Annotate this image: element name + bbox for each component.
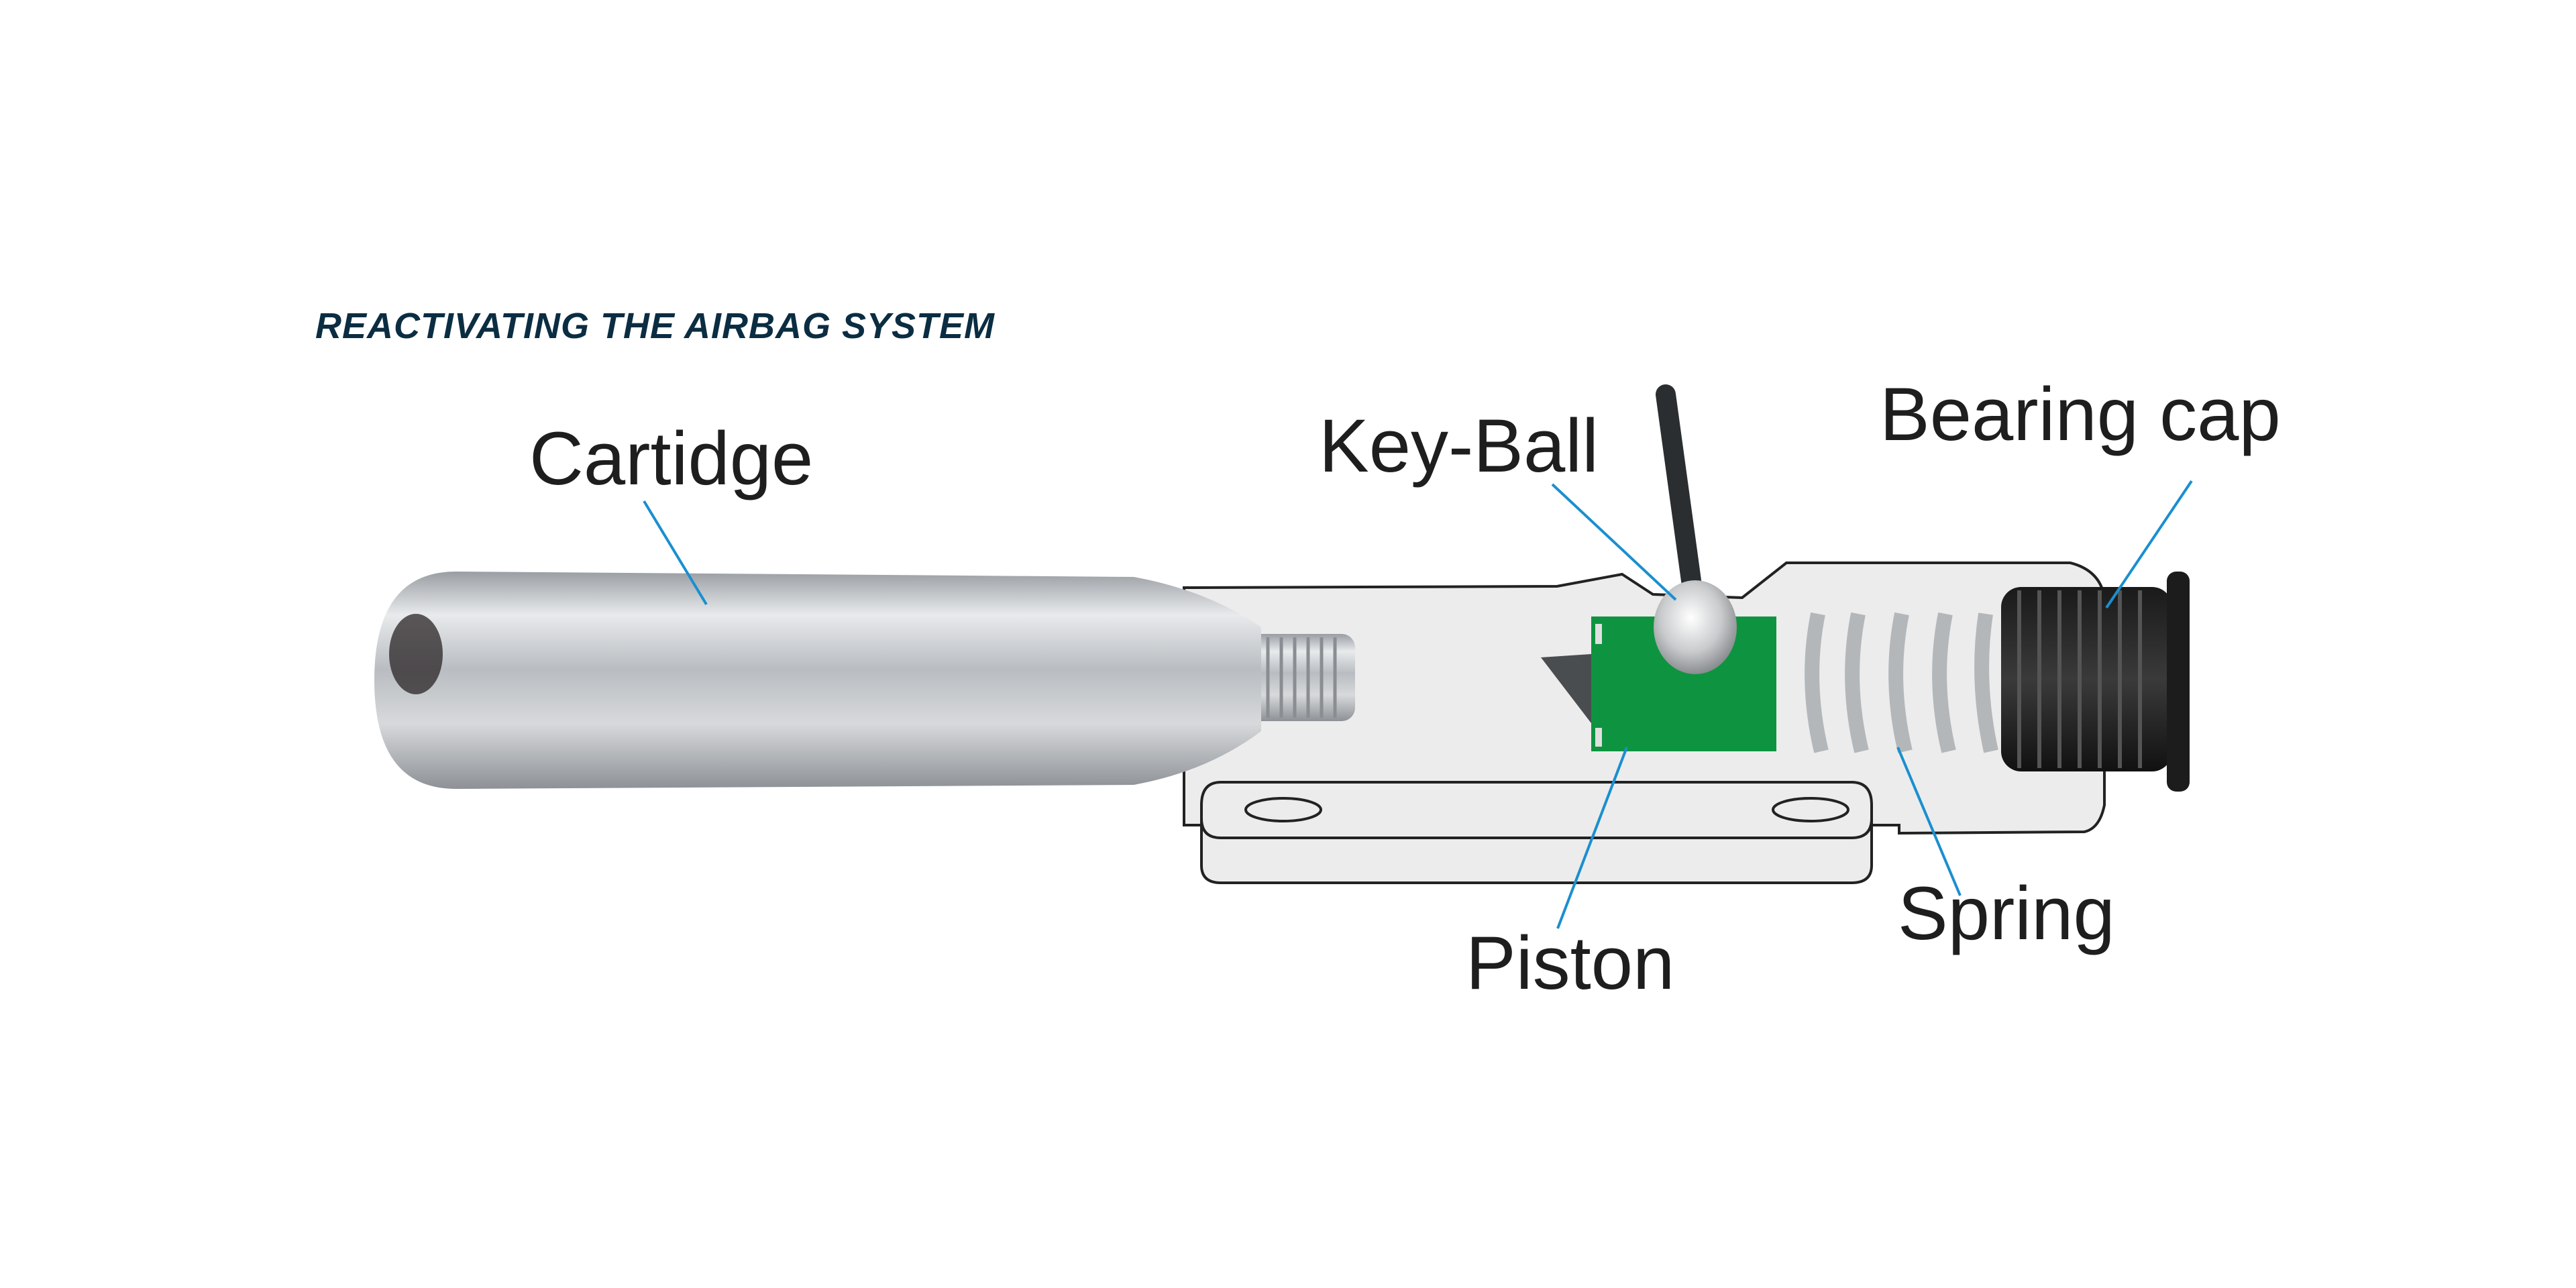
piston-leader-line [1556,747,1628,929]
bearing-cap-leader-line [2105,480,2193,609]
cable [1656,384,1703,600]
spring [1805,612,1998,753]
piston [1591,616,1776,751]
key-ball-label: Key-Ball [1319,404,1599,488]
bearing-cap [2001,572,2190,792]
cartridge [374,572,1355,789]
spring-label: Spring [1898,871,2115,955]
mounting-hole [1244,797,1322,822]
piston-label: Piston [1466,921,1674,1005]
key-ball [1654,580,1737,674]
mounting-hole [1772,797,1849,822]
cartridge-label: Cartidge [529,417,813,500]
blade [1541,654,1591,723]
key-ball-leader-line [1551,483,1677,601]
spring-leader-line [1896,747,1962,896]
diagram-title: REACTIVATING THE AIRBAG SYSTEM [315,306,996,346]
cartridge-leader-line [643,500,708,606]
bearing-cap-label: Bearing cap [1880,372,2281,456]
